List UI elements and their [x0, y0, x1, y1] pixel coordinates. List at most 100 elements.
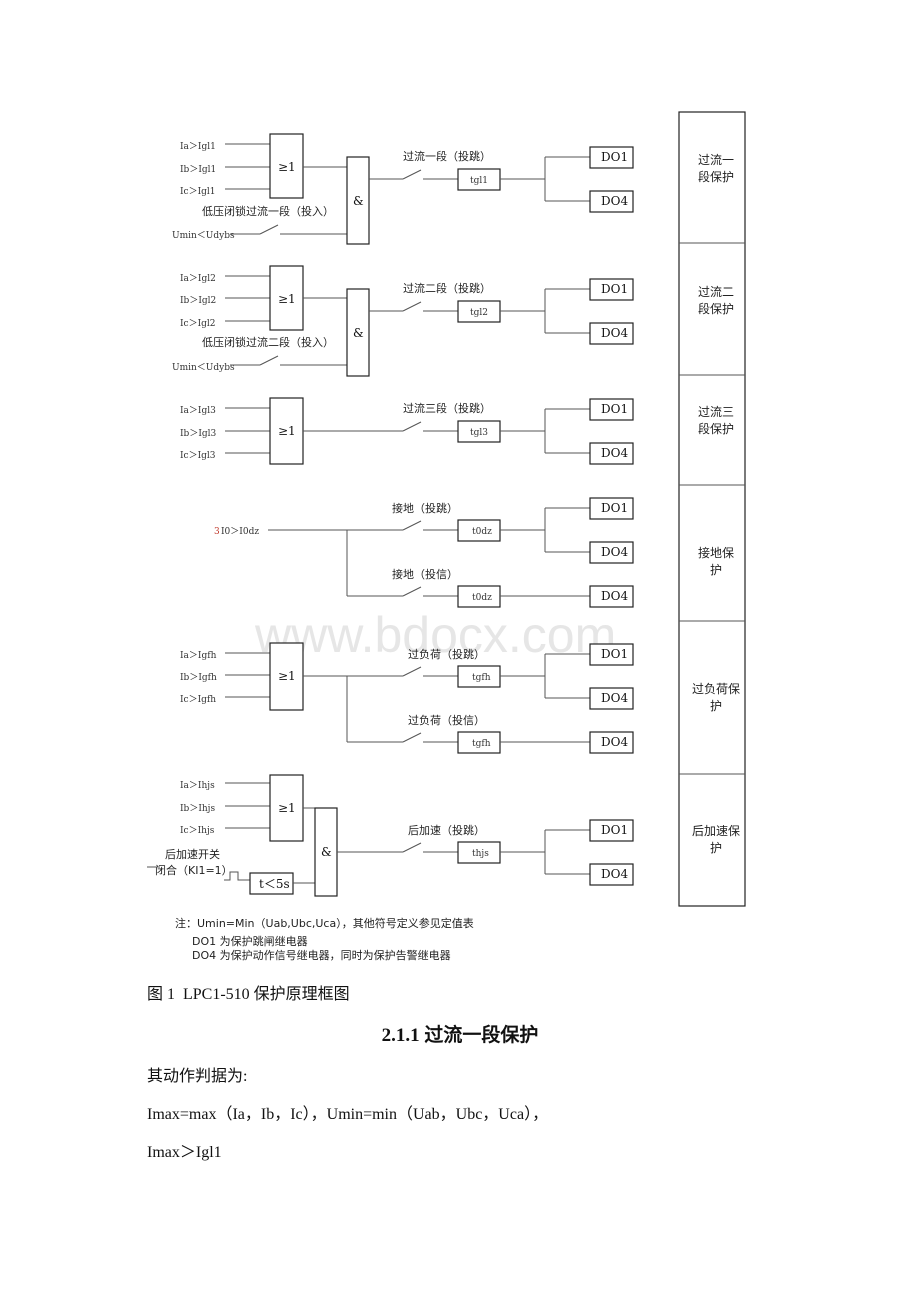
- input-ia: Ia＞Igl3: [180, 406, 216, 416]
- output-do1: [589, 278, 634, 301]
- branch-label: 过流二段（投跳）: [403, 281, 491, 295]
- right-label-overcurrent-3: 过流三段保护: [697, 405, 734, 436]
- section-heading: 2.1.1 过流一段保护: [381, 1025, 539, 1046]
- protection-column-frame: [678, 111, 746, 907]
- right-label-overcurrent-2: 过流二段保护: [697, 285, 734, 316]
- right-label-ground: 接地保护: [697, 546, 734, 577]
- output-do4-label: DO4: [601, 194, 628, 208]
- output-do1: [589, 497, 634, 520]
- output-do1: [589, 643, 634, 666]
- or-gate-label: ≥1: [278, 801, 296, 815]
- group-ground: 3 I0＞I0dz 接地（投跳） t0dz DO1 DO4 接地（投信） t0d…: [214, 497, 634, 608]
- or-gate: [269, 774, 304, 842]
- blocking-label: 低压闭锁过流二段（投入）: [202, 335, 334, 349]
- output-do4-label: DO4: [601, 735, 628, 749]
- timer-label: t0dz: [472, 593, 492, 603]
- branch-label: 过流三段（投跳）: [403, 401, 491, 415]
- output-do4: [589, 442, 634, 465]
- ground-input: I0＞I0dz: [221, 527, 259, 537]
- output-do1-label: DO1: [601, 823, 628, 837]
- branch-label: 接地（投信）: [392, 567, 458, 581]
- figure-caption: 图 1 LPC1-510 保护原理框图: [147, 986, 350, 1003]
- timer-label: tgfh: [472, 739, 491, 749]
- or-gate-label: ≥1: [278, 160, 296, 174]
- note-do1: DO1 为保护跳闸继电器: [192, 934, 308, 948]
- input-ib: Ib＞Igl1: [180, 165, 216, 175]
- input-ic: Ic＞Igfh: [180, 695, 216, 705]
- output-do4-label: DO4: [601, 545, 628, 559]
- group-overcurrent-3: Ia＞Igl3 Ib＞Igl3 Ic＞Igl3 ≥1 过流三段（投跳） tgl3…: [180, 397, 634, 465]
- or-gate: [269, 265, 304, 331]
- output-do4-label: DO4: [601, 589, 628, 603]
- branch-label: 后加速（投跳）: [408, 823, 485, 837]
- timer-label: tgl2: [470, 308, 488, 318]
- paragraph-criteria: 其动作判据为:: [147, 1068, 248, 1085]
- blocking-label: 低压闭锁过流一段（投入）: [202, 204, 334, 218]
- output-do1: [589, 398, 634, 421]
- input-ib: Ib＞Ihjs: [180, 804, 215, 814]
- and-gate: [346, 156, 370, 245]
- or-gate-label: ≥1: [278, 424, 296, 438]
- input-ic: Ic＞Ihjs: [180, 826, 215, 836]
- branch-label: 过负荷（投跳）: [408, 647, 485, 661]
- paragraph-formula: Imax=max（Ia，Ib，Ic），Umin=min（Uab，Ubc，Uca）…: [147, 1106, 549, 1123]
- output-do4: [589, 731, 634, 754]
- output-do1: [589, 146, 634, 169]
- timer-label: thjs: [472, 849, 489, 859]
- input-prefix: 3: [214, 527, 220, 537]
- output-do1: [589, 819, 634, 842]
- and-gate-label: &: [321, 845, 332, 859]
- output-do4: [589, 190, 634, 213]
- input-ia: Ia＞Igl1: [180, 142, 216, 152]
- note-umin: 注：Umin=Min（Uab,Ubc,Uca），其他符号定义参见定值表: [175, 916, 474, 930]
- output-do1-label: DO1: [601, 402, 628, 416]
- right-label-post-acceleration: 后加速保护: [691, 824, 740, 855]
- input-ic: Ic＞Igl3: [180, 451, 216, 461]
- output-do1-label: DO1: [601, 501, 628, 515]
- input-ib: Ib＞Igl3: [180, 429, 217, 439]
- branch-label: 接地（投跳）: [392, 501, 458, 515]
- protection-column: [678, 111, 746, 907]
- and-gate-label: &: [353, 326, 364, 340]
- output-do4-label: DO4: [601, 867, 628, 881]
- branch-label: 过负荷（投信）: [408, 713, 485, 727]
- input-ib: Ib＞Igfh: [180, 673, 217, 683]
- or-gate-label: ≥1: [278, 669, 296, 683]
- input-ia: Ia＞Igl2: [180, 274, 216, 284]
- blocking-input: Umin＜Udybs: [172, 231, 235, 241]
- timer-label: t0dz: [472, 527, 492, 537]
- input-ic: Ic＞Igl2: [180, 319, 216, 329]
- output-do4: [589, 687, 634, 710]
- switch-label-line2: 闭合（KI1=1）: [155, 863, 233, 877]
- output-do1-label: DO1: [601, 647, 628, 661]
- or-gate-label: ≥1: [278, 292, 296, 306]
- output-do4: [589, 541, 634, 564]
- switch-timer-label: t＜5s: [259, 877, 290, 891]
- output-do4: [589, 585, 634, 608]
- timer-label: tgl1: [470, 176, 488, 186]
- or-gate: [269, 397, 304, 465]
- switch-label-line1: 后加速开关: [165, 847, 220, 861]
- input-ic: Ic＞Igl1: [180, 187, 216, 197]
- paragraph-condition: Imax＞Igl1: [147, 1144, 222, 1161]
- timer-label: tgl3: [470, 428, 488, 438]
- output-do4: [589, 863, 634, 886]
- output-do1-label: DO1: [601, 282, 628, 296]
- output-do4: [589, 322, 634, 345]
- timer-label: tgfh: [472, 673, 491, 683]
- output-do4-label: DO4: [601, 446, 628, 460]
- branch-label: 过流一段（投跳）: [403, 149, 491, 163]
- output-do4-label: DO4: [601, 691, 628, 705]
- group-post-acceleration: Ia＞Ihjs Ib＞Ihjs Ic＞Ihjs ≥1 后加速开关 闭合（KI1=…: [147, 774, 634, 897]
- or-gate: [269, 133, 304, 199]
- input-ia: Ia＞Igfh: [180, 651, 217, 661]
- note-do4: DO4 为保护动作信号继电器，同时为保护告警继电器: [192, 948, 451, 962]
- input-ia: Ia＞Ihjs: [180, 781, 215, 791]
- group-overload: Ia＞Igfh Ib＞Igfh Ic＞Igfh ≥1 过负荷（投跳） tgfh …: [180, 642, 634, 754]
- blocking-input: Umin＜Udybs: [172, 363, 235, 373]
- group-overcurrent-2: Ia＞Igl2 Ib＞Igl2 Ic＞Igl2 ≥1 低压闭锁过流二段（投入） …: [172, 265, 634, 377]
- and-gate: [346, 288, 370, 377]
- output-do1-label: DO1: [601, 150, 628, 164]
- output-do4-label: DO4: [601, 326, 628, 340]
